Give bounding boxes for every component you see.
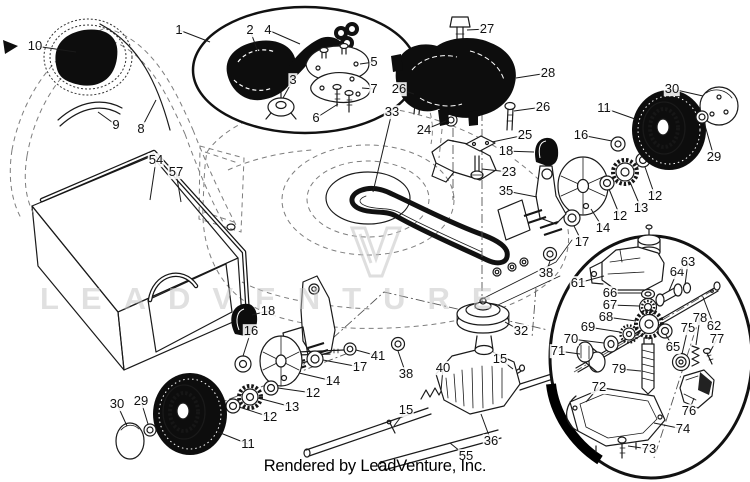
part-number-callout[interactable]: 16: [572, 127, 590, 143]
part-number-callout[interactable]: 78: [691, 310, 709, 326]
part-number-callout[interactable]: 9: [111, 117, 121, 133]
wheel-assembly-left: [115, 275, 357, 460]
part-number-callout[interactable]: 40: [434, 360, 452, 376]
part-number-callout[interactable]: 32: [512, 323, 530, 339]
part-number-callout[interactable]: 18: [259, 303, 277, 319]
part-number-callout[interactable]: 11: [240, 436, 256, 452]
watermark-v-icon: [349, 226, 403, 278]
control-cable: [99, 23, 171, 131]
part-number-callout[interactable]: 27: [478, 21, 496, 37]
part-number-callout[interactable]: 74: [674, 421, 692, 437]
part-number-callout[interactable]: 8: [136, 121, 146, 137]
part-number-callout[interactable]: 38: [397, 366, 415, 382]
handle-controls-detail-callout: [191, 5, 419, 135]
output-coupling: [679, 369, 715, 409]
part-number-callout[interactable]: 29: [132, 393, 150, 409]
part-number-callout[interactable]: 12: [646, 188, 664, 204]
part-number-callout[interactable]: 41: [369, 348, 387, 364]
footer-credit: Rendered by LeadVenture, Inc.: [263, 457, 487, 475]
part-number-callout[interactable]: 2: [245, 22, 255, 38]
part-number-callout[interactable]: 36: [482, 433, 500, 449]
part-number-callout[interactable]: 14: [324, 373, 342, 389]
part-number-callout[interactable]: 76: [680, 403, 698, 419]
part-number-callout[interactable]: 54: [147, 152, 165, 168]
part-number-callout[interactable]: 71: [549, 343, 567, 359]
bail-lever: [57, 101, 123, 127]
part-number-callout[interactable]: 26: [534, 99, 552, 115]
part-number-callout[interactable]: 13: [283, 399, 301, 415]
part-number-callout[interactable]: 10: [26, 38, 44, 54]
part-number-callout[interactable]: 13: [632, 200, 650, 216]
part-number-callout[interactable]: 12: [261, 409, 279, 425]
part-number-callout[interactable]: 57: [167, 164, 185, 180]
engine-pulley: [456, 297, 510, 334]
part-number-callout[interactable]: 7: [369, 81, 379, 97]
part-number-callout[interactable]: 3: [288, 72, 298, 88]
handle-assembly: [3, 18, 238, 231]
part-number-callout[interactable]: 30: [663, 81, 681, 97]
part-number-callout[interactable]: 14: [594, 220, 612, 236]
wheel-bracket: [300, 275, 336, 358]
height-adjuster-lever: [535, 165, 567, 225]
part-number-callout[interactable]: 63: [679, 254, 697, 270]
part-number-callout[interactable]: 23: [500, 164, 518, 180]
part-number-callout[interactable]: 5: [369, 54, 379, 70]
part-number-callout[interactable]: 77: [708, 331, 726, 347]
bag-opening: [147, 263, 233, 353]
part-number-callout[interactable]: 69: [579, 319, 597, 335]
part-number-callout[interactable]: 6: [311, 110, 321, 126]
part-number-callout[interactable]: 25: [516, 127, 534, 143]
part-number-callout[interactable]: 17: [351, 359, 369, 375]
part-number-callout[interactable]: 26: [390, 81, 408, 97]
wheel-assembly-right: [557, 86, 739, 227]
hubcap: [699, 86, 739, 126]
part-number-callout[interactable]: 16: [242, 323, 260, 339]
part-number-callout[interactable]: 68: [597, 309, 615, 325]
part-number-callout[interactable]: 4: [263, 22, 273, 38]
part-number-callout[interactable]: 65: [664, 339, 682, 355]
worm-gear: [641, 337, 655, 395]
part-number-callout[interactable]: 33: [383, 104, 401, 120]
part-number-callout[interactable]: 29: [705, 149, 723, 165]
drive-belt: [349, 185, 510, 266]
part-number-callout[interactable]: 17: [573, 234, 591, 250]
part-number-callout[interactable]: 12: [304, 385, 322, 401]
part-number-callout[interactable]: 15: [491, 351, 509, 367]
part-number-callout[interactable]: 35: [497, 183, 515, 199]
part-number-callout[interactable]: 30: [108, 396, 126, 412]
transmission-cover: [589, 224, 665, 291]
part-number-callout[interactable]: 79: [610, 361, 628, 377]
hubcap: [115, 422, 145, 460]
part-number-callout[interactable]: 24: [415, 122, 433, 138]
part-number-callout[interactable]: 11: [596, 100, 612, 116]
tire: [632, 90, 706, 170]
tire: [153, 373, 227, 455]
part-number-callout[interactable]: 38: [537, 265, 555, 281]
part-number-callout[interactable]: 61: [569, 275, 587, 291]
part-number-callout[interactable]: 28: [539, 65, 557, 81]
handle-panel: [55, 29, 118, 86]
part-number-callout[interactable]: 12: [611, 208, 629, 224]
grass-bag: [31, 149, 251, 371]
discharge-chute-ghost: [198, 145, 245, 233]
part-number-callout[interactable]: 18: [497, 143, 515, 159]
engine-cover: [391, 37, 516, 126]
part-number-callout[interactable]: 72: [590, 379, 608, 395]
part-number-callout[interactable]: 1: [174, 22, 184, 38]
part-number-callout[interactable]: 15: [397, 402, 415, 418]
part-number-callout[interactable]: 73: [640, 441, 658, 457]
